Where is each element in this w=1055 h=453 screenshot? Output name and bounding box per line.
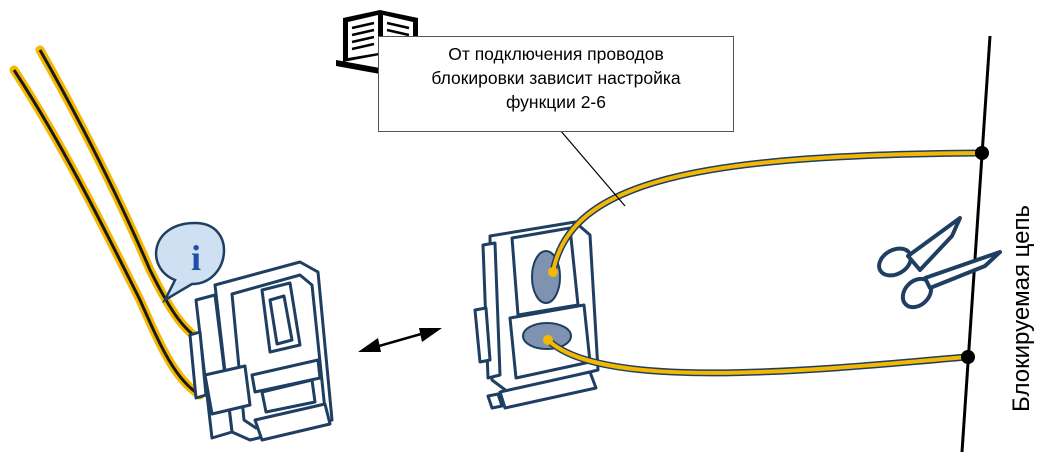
double-arrow-icon [358,328,442,352]
left-connector [188,260,334,442]
note-line-3: функции 2-6 [505,92,606,112]
scissors-icon [877,216,1002,310]
left-cable [9,45,215,400]
right-connector [473,220,600,410]
callout-line [559,129,626,207]
note-box: От подключения проводов блокировки завис… [378,36,734,132]
blocked-circuit-line [960,35,992,453]
info-icon: i [154,221,226,304]
info-glyph: i [191,238,201,278]
loop-wires [543,149,983,377]
note-line-1: От подключения проводов [448,44,664,64]
note-line-2: блокировки зависит настройка [431,68,681,88]
blocked-circuit-label: Блокируемая цепь [1008,205,1035,412]
